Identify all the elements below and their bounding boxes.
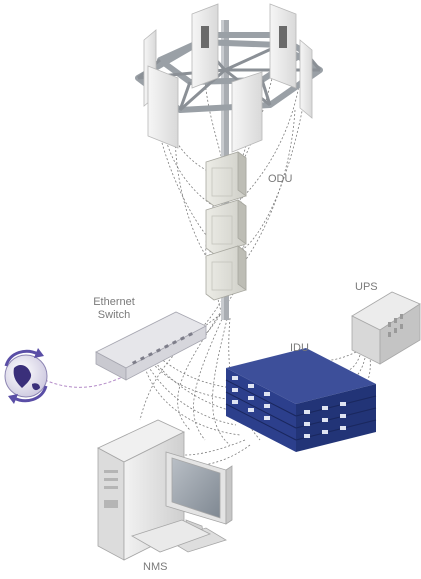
nms-label: NMS: [143, 561, 168, 573]
ethernet-switch-icon: [95, 311, 207, 381]
ethernet-switch-label: Ethernet Switch: [88, 296, 140, 322]
ethernet-switch-label-line2: Switch: [97, 309, 131, 321]
odu-unit-icon: [205, 151, 247, 301]
network-link: [44, 367, 141, 388]
nms-computer-icon: [97, 419, 233, 561]
ups-label: UPS: [355, 281, 378, 293]
idu-label: IDU: [290, 342, 309, 354]
odu-label: ODU: [268, 173, 293, 185]
network-cloud-icon: [4, 348, 48, 404]
ethernet-switch-label-line1: Ethernet: [93, 296, 135, 308]
antenna-panel-icon: [143, 3, 313, 153]
idu-rack-icon: [225, 348, 377, 452]
ups-icon: [351, 291, 421, 365]
